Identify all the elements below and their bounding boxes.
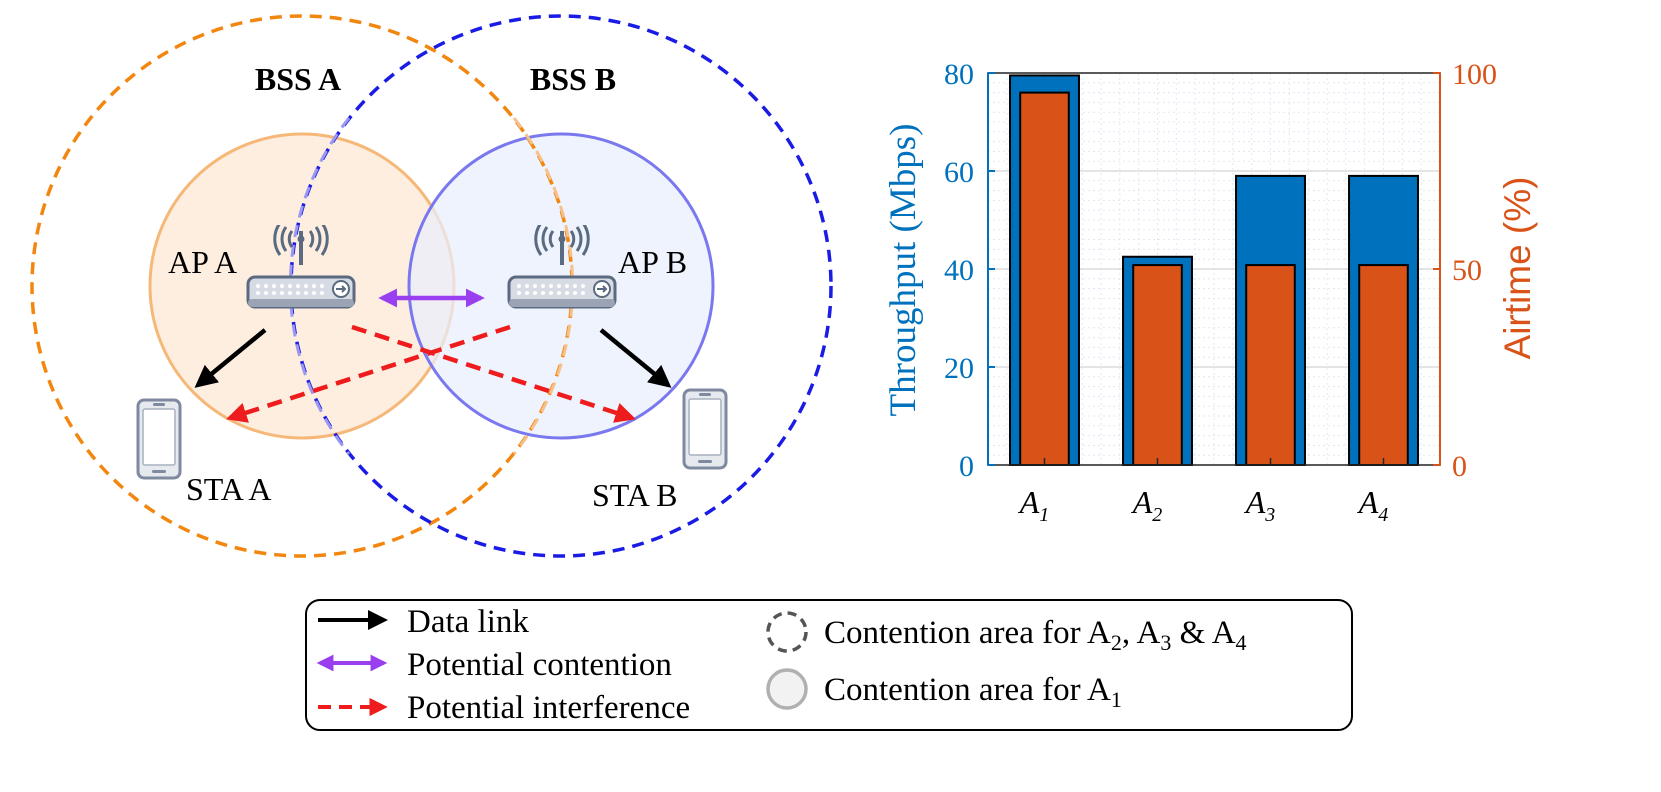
data-link-arrow-b: [599, 328, 672, 388]
interference-arrow-b-to-sta-a: [226, 324, 511, 423]
chart-bars: [1009, 74, 1419, 466]
x-tick-label-A4: A4: [1357, 484, 1389, 526]
legend-dashed-circle-icon: [766, 611, 808, 653]
legend-data-link-label: Data link: [407, 604, 529, 640]
sta-b-label: STA B: [592, 477, 677, 513]
x-tick-label-A3: A3: [1244, 484, 1276, 526]
legend-solid-circle-icon: [766, 668, 808, 710]
legend-contention-multi-label: Contention area for A2, A3 & A4: [824, 615, 1247, 655]
airtime-bar-A4: [1358, 264, 1409, 466]
airtime-bar-A1: [1019, 91, 1070, 466]
bss-a-title: BSS A: [255, 61, 341, 97]
bss-b-title: BSS B: [530, 61, 616, 97]
legend: Data link Potential contention Potential…: [305, 599, 1353, 731]
chart-right-axis-label: Airtime (%): [1497, 177, 1538, 360]
right-y-tick-label: 0: [1452, 450, 1467, 483]
ap-b-label: AP B: [618, 244, 687, 280]
airtime-bar-A3: [1245, 264, 1296, 466]
airtime-bar-A2: [1132, 264, 1183, 466]
legend-box: [305, 599, 1353, 731]
network-diagram: BSS A BSS B AP A AP B STA A STA B: [30, 14, 833, 558]
right-y-tick-label: 50: [1452, 254, 1482, 287]
left-y-tick-label: 0: [959, 450, 974, 483]
x-tick-label-A2: A2: [1131, 484, 1163, 526]
left-y-tick-label: 60: [944, 156, 974, 189]
left-y-tick-label: 20: [944, 352, 974, 385]
chart-left-axis-label: Throughput (Mbps): [883, 124, 924, 417]
sta-b-smartphone-icon: [682, 388, 728, 470]
right-y-tick-label: 100: [1452, 58, 1497, 91]
sta-a-smartphone-icon: [136, 398, 182, 480]
left-y-tick-label: 80: [944, 58, 974, 91]
chart-ticks: A1 A2 A3 A4 0 20 40 60 80 0 50 100: [944, 58, 1497, 526]
left-y-tick-label: 40: [944, 254, 974, 287]
legend-contention-single-label: Contention area for A1: [824, 672, 1122, 712]
data-link-arrow-a: [194, 328, 267, 388]
interference-arrow-a-to-sta-b: [351, 324, 636, 423]
x-tick-label-A1: A1: [1018, 484, 1050, 526]
sta-a-label: STA A: [186, 471, 271, 507]
legend-contention-label: Potential contention: [407, 647, 672, 683]
ap-a-label: AP A: [168, 244, 237, 280]
legend-interference-label: Potential interference: [407, 690, 690, 726]
throughput-airtime-chart: A1 A2 A3 A4 0 20 40 60 80 0 50 100 Throughput (Mbps…: [883, 58, 1538, 526]
